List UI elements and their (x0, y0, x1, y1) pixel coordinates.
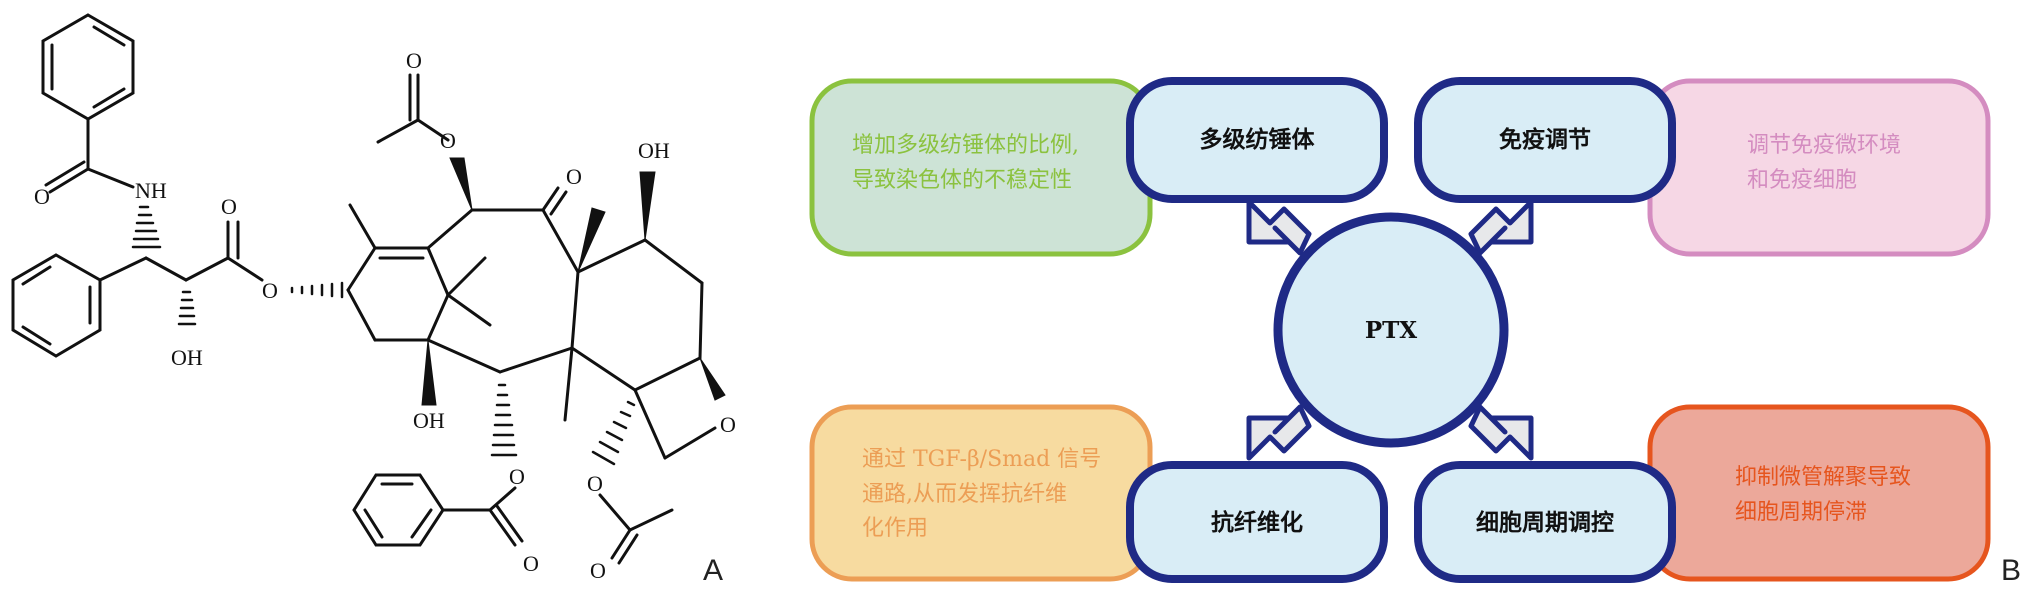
desc-cycle-line2: 细胞周期停滞 (1735, 500, 1867, 525)
description-box-spindle: 增加多级纺锤体的比例, 导致染色体的不稳定性 (809, 78, 1153, 257)
center-label: PTX (1365, 317, 1417, 344)
desc-spindle-line1: 增加多级纺锤体的比例, (852, 133, 1079, 158)
benzene-ring-bottom (352, 473, 445, 547)
atom-o-acetyl-link: O (440, 128, 456, 153)
description-box-cycle: 抑制微管解聚导致 细胞周期停滞 (1647, 404, 1991, 582)
atom-o-acetyl2-link: O (587, 471, 603, 496)
atom-o-acetyl-top: O (406, 48, 422, 73)
arrow-to-fibrosis (1246, 404, 1312, 461)
description-box-immune: 调节免疫微环境 和免疫细胞 (1647, 78, 1991, 257)
benzene-ring-left (11, 253, 102, 358)
atom-o-ketone: O (566, 164, 582, 189)
benzene-ring-top (41, 13, 135, 121)
desc-fibrosis-line1: 通过 TGF-β/Smad 信号 (862, 447, 1101, 472)
arrow-to-cycle (1468, 404, 1534, 461)
node-multipolar-spindle: 多级纺锤体 (1126, 77, 1388, 203)
atom-labels: NH O OH O O O O O OH OH O O O O O (34, 48, 736, 583)
atom-o-benzoyl-link: O (509, 464, 525, 489)
desc-cycle-line1: 抑制微管解聚导致 (1735, 465, 1911, 490)
atom-o-benzoyl-carbonyl: O (523, 551, 539, 576)
node-label-cycle: 细胞周期调控 (1476, 509, 1614, 536)
arrow-to-spindle (1246, 199, 1312, 256)
node-label-immune: 免疫调节 (1499, 126, 1591, 153)
atom-oh-side: OH (171, 345, 203, 370)
desc-fibrosis-line2: 通路,从而发挥抗纤维 (862, 482, 1067, 507)
atom-nh: NH (135, 178, 167, 203)
node-label-spindle: 多级纺锤体 (1200, 126, 1316, 153)
hash-bond-nh (131, 205, 162, 249)
desc-fibrosis-line3: 化作用 (862, 516, 928, 541)
desc-spindle-line2: 导致染色体的不稳定性 (852, 168, 1072, 193)
description-box-fibrosis: 通过 TGF-β/Smad 信号 通路,从而发挥抗纤维 化作用 (809, 404, 1153, 582)
molecule-structure (11, 13, 726, 565)
node-antifibrosis: 抗纤维化 (1126, 461, 1388, 583)
hash-bond-benzoyl (490, 383, 518, 457)
atom-oh-top: OH (638, 138, 670, 163)
atom-o-acetyl2-carbonyl: O (590, 558, 606, 583)
atom-o-ester-carbonyl: O (221, 194, 237, 219)
node-label-fibrosis: 抗纤维化 (1211, 509, 1303, 536)
desc-immune-line2: 和免疫细胞 (1747, 168, 1857, 193)
center-node-ptx: PTX (1273, 212, 1509, 448)
node-immune-regulation: 免疫调节 (1414, 77, 1676, 203)
desc-immune-line1: 调节免疫微环境 (1747, 133, 1901, 158)
hash-bond-c13 (290, 281, 344, 299)
panel-label-b: B (2001, 554, 2021, 587)
panel-label-a: A (703, 554, 723, 587)
atom-o-ester: O (262, 278, 278, 303)
hash-bond-oh-side (177, 290, 197, 326)
hash-bond-acetyl2 (591, 400, 636, 466)
atom-oh-left: OH (413, 408, 445, 433)
node-cell-cycle: 细胞周期调控 (1414, 461, 1676, 583)
atom-o-oxetane: O (720, 412, 736, 437)
arrow-to-immune (1468, 199, 1534, 256)
atom-o-amide: O (34, 184, 50, 209)
